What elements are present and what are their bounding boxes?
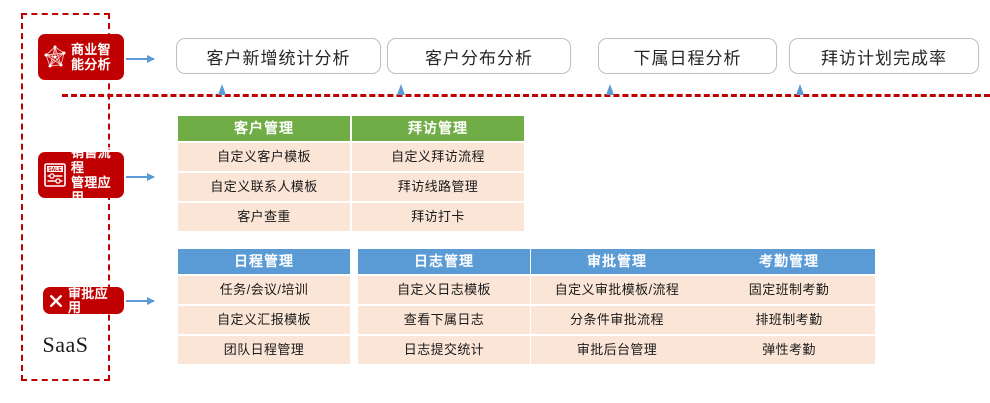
badge-label: 商业智 能分析 — [71, 42, 111, 72]
card-item[interactable]: 拜访线路管理 — [352, 173, 524, 201]
card-title: 拜访管理 — [352, 116, 524, 141]
card-item[interactable]: 查看下属日志 — [358, 306, 530, 334]
card-item[interactable]: 自定义汇报模板 — [178, 306, 350, 334]
sale-sliders-icon: SALE — [42, 161, 68, 189]
badge-business-intelligence[interactable]: 商业智 能分析 — [38, 34, 124, 80]
horizontal-dashed-divider — [62, 94, 990, 97]
badge-label: 审批应用 — [68, 285, 108, 315]
pill-customer-distribution-analysis[interactable]: 客户分布分析 — [387, 38, 571, 74]
card-title: 日程管理 — [178, 249, 350, 274]
up-arrow-icon — [606, 84, 614, 95]
network-graph-icon — [42, 44, 68, 70]
card-title: 客户管理 — [178, 116, 350, 141]
card-item[interactable]: 自定义审批模板/流程 — [531, 276, 703, 304]
card-item[interactable]: 自定义日志模板 — [358, 276, 530, 304]
svg-text:SALE: SALE — [48, 167, 62, 173]
card-title: 审批管理 — [531, 249, 703, 274]
card-visit-management: 拜访管理 自定义拜访流程 拜访线路管理 拜访打卡 — [352, 116, 524, 231]
card-item[interactable]: 团队日程管理 — [178, 336, 350, 364]
up-arrow-icon — [397, 84, 405, 95]
card-item[interactable]: 任务/会议/培训 — [178, 276, 350, 304]
card-item[interactable]: 拜访打卡 — [352, 203, 524, 231]
card-attendance-management: 考勤管理 固定班制考勤 排班制考勤 弹性考勤 — [703, 249, 875, 364]
card-customer-management: 客户管理 自定义客户模板 自定义联系人模板 客户查重 — [178, 116, 350, 231]
pill-visit-plan-completion-rate[interactable]: 拜访计划完成率 — [789, 38, 979, 74]
card-item[interactable]: 客户查重 — [178, 203, 350, 231]
card-item[interactable]: 弹性考勤 — [703, 336, 875, 364]
card-item[interactable]: 自定义客户模板 — [178, 143, 350, 171]
card-schedule-management: 日程管理 任务/会议/培训 自定义汇报模板 团队日程管理 — [178, 249, 350, 364]
card-title: 考勤管理 — [703, 249, 875, 274]
badge-label: 销售流程 管理应用 — [71, 145, 111, 205]
up-arrow-icon — [218, 84, 226, 95]
badge-sales-process[interactable]: SALE 销售流程 管理应用 — [38, 145, 124, 205]
card-log-management: 日志管理 自定义日志模板 查看下属日志 日志提交统计 — [358, 249, 530, 364]
card-item[interactable]: 分条件审批流程 — [531, 306, 703, 334]
cross-check-icon — [49, 294, 63, 308]
card-approval-management: 审批管理 自定义审批模板/流程 分条件审批流程 审批后台管理 — [531, 249, 703, 364]
connector-arrow-sales — [126, 173, 155, 181]
card-item[interactable]: 固定班制考勤 — [703, 276, 875, 304]
pill-customer-growth-analysis[interactable]: 客户新增统计分析 — [176, 38, 381, 74]
card-item[interactable]: 审批后台管理 — [531, 336, 703, 364]
pill-subordinate-schedule-analysis[interactable]: 下属日程分析 — [598, 38, 777, 74]
connector-arrow-approval — [126, 297, 155, 305]
card-item[interactable]: 自定义联系人模板 — [178, 173, 350, 201]
card-item[interactable]: 排班制考勤 — [703, 306, 875, 334]
card-title: 日志管理 — [358, 249, 530, 274]
card-item[interactable]: 日志提交统计 — [358, 336, 530, 364]
badge-approval-app[interactable]: 审批应用 — [43, 285, 124, 315]
saas-label: SaaS — [42, 332, 89, 357]
card-item[interactable]: 自定义拜访流程 — [352, 143, 524, 171]
up-arrow-icon — [796, 84, 804, 95]
connector-arrow-bi — [126, 55, 155, 63]
